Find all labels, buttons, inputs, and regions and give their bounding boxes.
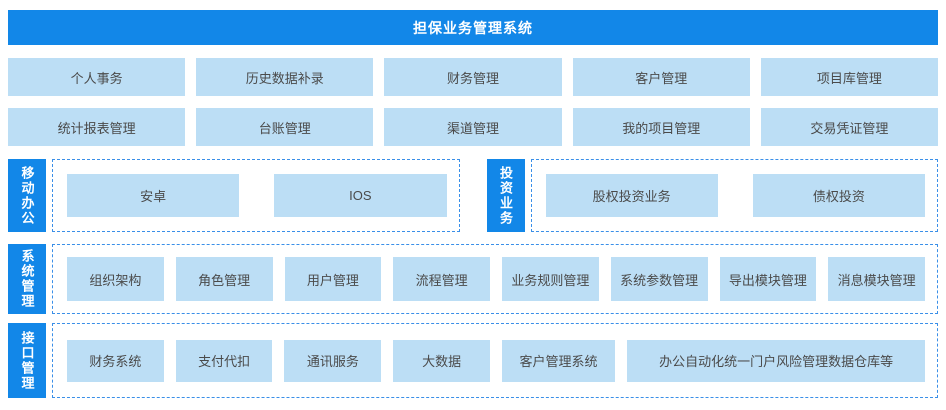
module-tile: 导出模块管理 xyxy=(719,257,817,301)
module-tile: 台账管理 xyxy=(196,108,374,146)
module-tile: 渠道管理 xyxy=(384,108,562,146)
section-mobile-office: 移动办公 安卓 IOS xyxy=(8,159,460,232)
module-tile: 消息模块管理 xyxy=(828,257,925,301)
module-tile: 业务规则管理 xyxy=(502,257,599,301)
module-tile: 财务系统 xyxy=(67,339,164,382)
page-title: 担保业务管理系统 xyxy=(8,10,938,45)
module-tile: 系统参数管理 xyxy=(610,257,708,301)
section-body-interface-management: 财务系统支付代扣通讯服务大数据客户管理系统办公自动化统一门户风险管理数据仓库等 xyxy=(52,323,938,398)
spacer xyxy=(8,232,938,244)
section-label-investment: 投资业务 xyxy=(486,159,525,232)
module-tile: 支付代扣 xyxy=(175,339,273,382)
sections-pair-row: 移动办公 安卓 IOS 投资业务 股权投资业务债权投资 xyxy=(8,159,938,232)
module-tile: 股权投资业务 xyxy=(545,174,718,217)
module-tile: 项目库管理 xyxy=(760,58,939,96)
module-tile: 角色管理 xyxy=(175,257,273,301)
module-tile: 债权投资 xyxy=(752,174,925,217)
section-interface-management: 接口管理 财务系统支付代扣通讯服务大数据客户管理系统办公自动化统一门户风险管理数… xyxy=(8,323,938,398)
module-tile: 个人事务 xyxy=(8,58,186,96)
module-tile: 通讯服务 xyxy=(284,339,382,382)
section-body-system-management: 组织架构角色管理用户管理流程管理业务规则管理系统参数管理导出模块管理消息模块管理 xyxy=(52,244,938,314)
module-row-2: 统计报表管理台账管理渠道管理我的项目管理交易凭证管理 xyxy=(8,108,939,146)
module-tile: 流程管理 xyxy=(393,257,490,301)
spacer xyxy=(8,314,938,323)
module-tile: 办公自动化统一门户风险管理数据仓库等 xyxy=(627,339,926,382)
module-tile: IOS xyxy=(274,174,447,217)
section-body-investment: 股权投资业务债权投资 xyxy=(530,159,938,232)
module-tile: 统计报表管理 xyxy=(8,108,186,146)
module-tile: 用户管理 xyxy=(284,257,382,301)
section-investment: 投资业务 股权投资业务债权投资 xyxy=(486,159,938,232)
module-tile: 交易凭证管理 xyxy=(760,108,939,146)
section-label-interface-management: 接口管理 xyxy=(8,323,46,398)
module-tile: 客户管理 xyxy=(572,58,750,96)
section-system-management: 系统管理 组织架构角色管理用户管理流程管理业务规则管理系统参数管理导出模块管理消… xyxy=(8,244,938,314)
module-tile: 我的项目管理 xyxy=(572,108,750,146)
section-label-system-management: 系统管理 xyxy=(8,244,46,314)
module-tile: 客户管理系统 xyxy=(501,339,616,382)
section-body-mobile-office: 安卓 IOS xyxy=(52,159,460,232)
module-tile: 历史数据补录 xyxy=(196,58,374,96)
module-tile: 财务管理 xyxy=(384,58,562,96)
module-tile: 大数据 xyxy=(393,339,490,382)
module-tile: 组织架构 xyxy=(67,257,164,301)
section-label-mobile-office: 移动办公 xyxy=(8,159,46,232)
module-tile: 安卓 xyxy=(67,174,240,217)
module-row-1: 个人事务历史数据补录财务管理客户管理项目库管理 xyxy=(8,58,939,96)
